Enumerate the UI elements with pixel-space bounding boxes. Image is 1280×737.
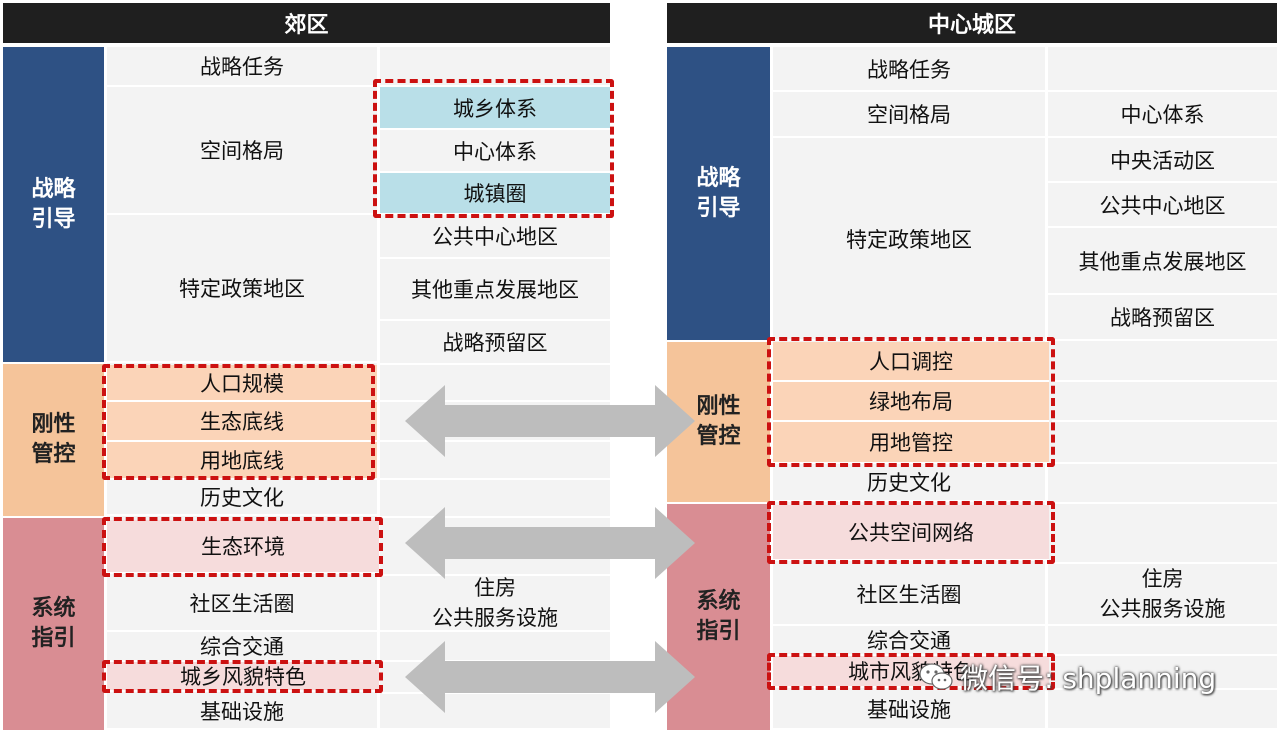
right-cell-center-system: 中心体系 [1048, 92, 1277, 138]
left-cell-empty-3 [380, 442, 610, 480]
left-cell-empty-top [380, 47, 610, 87]
left-cell-empty-2 [380, 402, 610, 442]
right-cell-reserve: 战略预留区 [1048, 295, 1277, 341]
right-frame-public-space [767, 501, 1055, 564]
right-header: 中心城区 [667, 3, 1277, 43]
left-header: 郊区 [3, 3, 610, 43]
right-cell-empty-1 [1052, 342, 1277, 382]
left-cell-empty-5 [382, 518, 610, 576]
watermark-text: 微信号: shplanning [960, 662, 1217, 695]
left-cell-strategic-task: 战略任务 [107, 47, 377, 87]
right-frame-style [767, 653, 1055, 690]
right-cell-strategic-task: 战略任务 [773, 47, 1045, 92]
double-arrow-icon [405, 507, 695, 579]
left-cell-key-dev: 其他重点发展地区 [380, 259, 610, 321]
right-cell-public-space: 公共空间网络 [773, 505, 1049, 561]
right-cell-population: 人口调控 [773, 342, 1049, 382]
right-cell-policy-area: 特定政策地区 [773, 138, 1045, 341]
left-frame-rigid [102, 364, 375, 480]
left-cell-town-circle: 城镇圈 [380, 173, 610, 215]
right-cell-empty-3 [1052, 422, 1277, 464]
left-cell-ecology-line: 生态底线 [107, 402, 377, 442]
right-cell-empty-8 [1048, 690, 1277, 730]
right-cell-transport: 综合交通 [773, 626, 1045, 656]
left-cell-reserve: 战略预留区 [380, 321, 610, 365]
right-category-strategy: 战略引导 [667, 47, 770, 340]
left-cell-infrastructure: 基础设施 [107, 694, 377, 730]
right-cell-cad: 中央活动区 [1048, 138, 1277, 183]
right-cell-empty-4 [1048, 464, 1277, 504]
right-cell-empty-7 [1052, 656, 1277, 690]
right-cell-history: 历史文化 [773, 464, 1045, 502]
left-frame-eco-env [102, 517, 383, 577]
right-cell-community: 社区生活圈 [773, 564, 1045, 626]
left-cell-empty-4 [380, 480, 610, 518]
right-cell-empty-top [1048, 47, 1277, 92]
left-category-strategy: 战略引导 [3, 47, 104, 362]
right-cell-greenland: 绿地布局 [773, 382, 1049, 422]
wechat-logo-icon [919, 663, 953, 690]
left-cell-transport: 综合交通 [107, 632, 377, 662]
double-arrow-icon [405, 641, 695, 713]
left-category-system: 系统指引 [3, 518, 104, 730]
double-arrow-icon [405, 385, 695, 457]
right-cell-key-dev: 其他重点发展地区 [1048, 228, 1277, 295]
right-cell-housing: 住房公共服务设施 [1048, 564, 1277, 626]
left-cell-empty-8 [380, 694, 610, 730]
watermark: 微信号: shplanning [918, 654, 1216, 700]
left-cell-empty-1 [380, 365, 610, 402]
left-frame-strategy [373, 79, 614, 218]
arrows-layer [405, 385, 695, 713]
right-cell-empty-2 [1052, 382, 1277, 422]
right-cell-empty-6 [1048, 626, 1277, 656]
left-cell-urban-rural: 城乡体系 [380, 87, 610, 130]
left-cell-public-center: 公共中心地区 [380, 215, 610, 259]
left-frame-style [102, 660, 383, 693]
right-cell-spatial-pattern: 空间格局 [773, 92, 1045, 138]
left-cell-housing: 住房公共服务设施 [380, 576, 610, 632]
right-cell-empty-5 [1052, 504, 1277, 564]
left-cell-spatial-pattern: 空间格局 [107, 87, 377, 215]
left-cell-community: 社区生活圈 [107, 576, 377, 632]
right-cell-infrastructure: 基础设施 [773, 690, 1045, 730]
left-category-rigid: 刚性管控 [3, 364, 104, 516]
left-cell-history: 历史文化 [107, 480, 377, 516]
left-cell-population: 人口规模 [107, 365, 377, 402]
right-col-right-bg [1048, 47, 1277, 730]
right-cell-public-center: 公共中心地区 [1048, 183, 1277, 228]
left-cell-policy-area: 特定政策地区 [107, 215, 377, 363]
left-cell-center-system: 中心体系 [380, 130, 610, 173]
right-frame-rigid [767, 337, 1055, 467]
